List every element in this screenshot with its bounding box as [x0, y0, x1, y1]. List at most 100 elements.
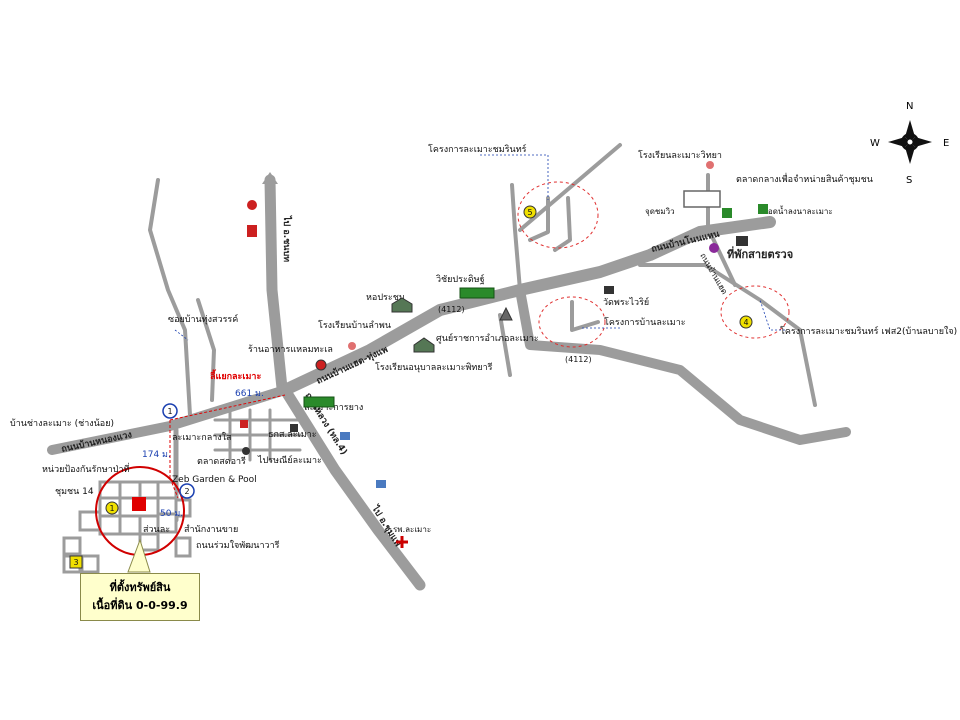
blue-building-icon-2 — [376, 480, 386, 488]
lamae-garden-label: ละเมาะกลางใส — [172, 432, 232, 443]
office-label: ศูนย์ราชการอำเภอละเมาะ — [436, 332, 539, 344]
hwy-4112-label-b: (4112) — [565, 355, 592, 364]
club-label: ชุมชน 14 — [55, 487, 94, 497]
gas-station-icon — [247, 200, 257, 210]
marker-3-icon: 3 — [69, 555, 83, 569]
school-mid2-label: โรงเรียนอนุบาลละเมาะพิทยารี — [375, 362, 493, 373]
leader-lines — [174, 154, 785, 341]
marker-5-icon: 5 — [523, 205, 537, 219]
village-road-b — [196, 298, 216, 402]
lot-grid — [62, 480, 192, 574]
distance-line-50 — [169, 477, 179, 499]
lamkornlamae-label: ลี้แยกละเมาะ — [210, 369, 262, 382]
prevention-label: หน่วยป้องกันรักษาป่าที่ — [42, 462, 130, 475]
svg-text:2: 2 — [184, 487, 189, 496]
project-circles — [517, 181, 790, 348]
callout-area: เนื้อที่ดิน 0-0-99.9 — [92, 599, 188, 612]
svg-text:1: 1 — [109, 504, 114, 513]
hwy-4112-label-a: (4112) — [438, 305, 465, 314]
post-icon — [242, 447, 250, 455]
temple-label: วัดพระไวริย์ — [603, 296, 649, 308]
school-icon-2 — [706, 161, 714, 169]
project-mid-label: โครงการบ้านละเมาะ — [604, 317, 686, 328]
north-road — [264, 174, 288, 394]
compass-w: W — [870, 138, 880, 149]
marker-1-icon: 1 — [105, 501, 119, 515]
callout-title: ที่ตั้งทรัพย์สิน — [109, 581, 171, 594]
compass-n: N — [906, 101, 913, 112]
north-road-arrow-icon — [262, 172, 278, 184]
project-mid-road — [570, 300, 600, 332]
route-shield-2-icon: 2 — [179, 483, 195, 499]
south-road — [279, 384, 426, 591]
pumping-label: ลอดน้ำลงนาละเมาะ — [763, 205, 833, 216]
svg-text:4: 4 — [743, 318, 748, 327]
marker-4-icon: 4 — [739, 315, 753, 329]
hwy-shield-icon — [459, 287, 495, 299]
callout-pointer — [127, 538, 151, 573]
blue-building-icon — [340, 432, 350, 440]
left-road-label: ถนนบ้านหนองแวง — [60, 429, 133, 455]
school-mid-label: โรงเรียนบ้านลำพน — [318, 320, 391, 331]
office-icon — [413, 337, 435, 353]
police-label: ที่พักสายตรวจ — [727, 246, 793, 261]
post-label: ไปรษณีย์ละเมาะ — [257, 454, 322, 466]
svg-text:5: 5 — [527, 208, 532, 217]
bank-label: ธกส.ละเมาะ — [268, 430, 317, 440]
compass-s: S — [906, 175, 912, 186]
restaurant-label: ร้านอาหารแหลมทะเล — [248, 344, 333, 355]
temple-icon — [499, 306, 513, 321]
temple-mid-icon — [604, 286, 614, 294]
seven-eleven-icon — [722, 208, 732, 218]
police-house-icon — [736, 236, 748, 246]
project1-label: โครงการละเมาะชมรินทร์ — [428, 143, 527, 155]
project1-road-b — [518, 143, 622, 232]
project-right-label: โครงการละเมาะชมรินทร์ เฟส2(บ้านลบายใจ) — [780, 325, 957, 337]
north-road-label: ไป อ.ชนบท — [281, 215, 293, 262]
property-lot — [132, 497, 146, 511]
station-label: จุดชมวิว — [645, 207, 675, 216]
seven-eleven-icon-2 — [758, 204, 768, 214]
lamae-office-prefix-label: ส่วนละ — [143, 525, 170, 535]
ban-chang-label: บ้านช่างละเมาะ (ช่างน้อย) — [10, 418, 114, 429]
village-road-a — [148, 178, 192, 417]
garden-pool-label: Zeb Garden & Pool — [172, 475, 257, 485]
shop-icon — [247, 225, 257, 237]
roads-layer — [47, 143, 851, 591]
lamae-market-office-label: ละเมาะการยาง — [304, 403, 363, 413]
project-right-circle — [720, 285, 790, 339]
icons-layer: 5 4 1 3 1 2 — [69, 161, 768, 569]
north-branch-road — [638, 263, 817, 407]
wichai-label: วิชัยประดิษฐ์ — [436, 273, 485, 285]
hwy-4112-loop — [515, 285, 851, 445]
school-top-right-label: โรงเรียนละเมาะวิทยา — [638, 150, 722, 161]
compass-e: E — [943, 138, 949, 149]
hospital-cross-icon — [396, 536, 408, 548]
svg-text:3: 3 — [73, 558, 78, 567]
market2-label: ตลาดสดอารี — [197, 456, 246, 467]
hall-label: หอประชุม — [366, 293, 405, 303]
village-road-label: ซอยบ้านทุ่งสวรรค์ — [168, 313, 238, 325]
hwy-shield-icon-2 — [303, 396, 335, 408]
school-icon — [348, 342, 356, 350]
main-road-east — [279, 216, 776, 396]
hall-icon — [391, 297, 413, 313]
project1-circle — [517, 181, 599, 249]
bank-icon — [290, 424, 298, 432]
km-661-label: 661 ม. — [235, 389, 264, 399]
project1-road-c — [528, 196, 550, 242]
market-icon — [683, 190, 721, 208]
route-shield-1-icon: 1 — [162, 403, 178, 419]
market-label: ตลาดกลางเพื่อจำหน่ายสินค้าชุมชน — [736, 172, 873, 185]
property-callout: ที่ตั้งทรัพย์สิน เนื้อที่ดิน 0-0-99.9 — [80, 573, 200, 621]
svg-text:1: 1 — [167, 407, 172, 416]
restaurant-icon — [315, 359, 327, 371]
distance-lines — [169, 394, 286, 499]
project1-road-d — [553, 196, 572, 252]
police-icon — [709, 243, 719, 253]
compass-rose-icon — [888, 120, 932, 164]
lamae-office-label: สำนักงานขาย — [184, 524, 238, 535]
project-mid-circle — [538, 296, 606, 348]
km-50-label: 50 ม. — [160, 509, 183, 519]
km-174-label: 174 ม. — [142, 450, 171, 460]
